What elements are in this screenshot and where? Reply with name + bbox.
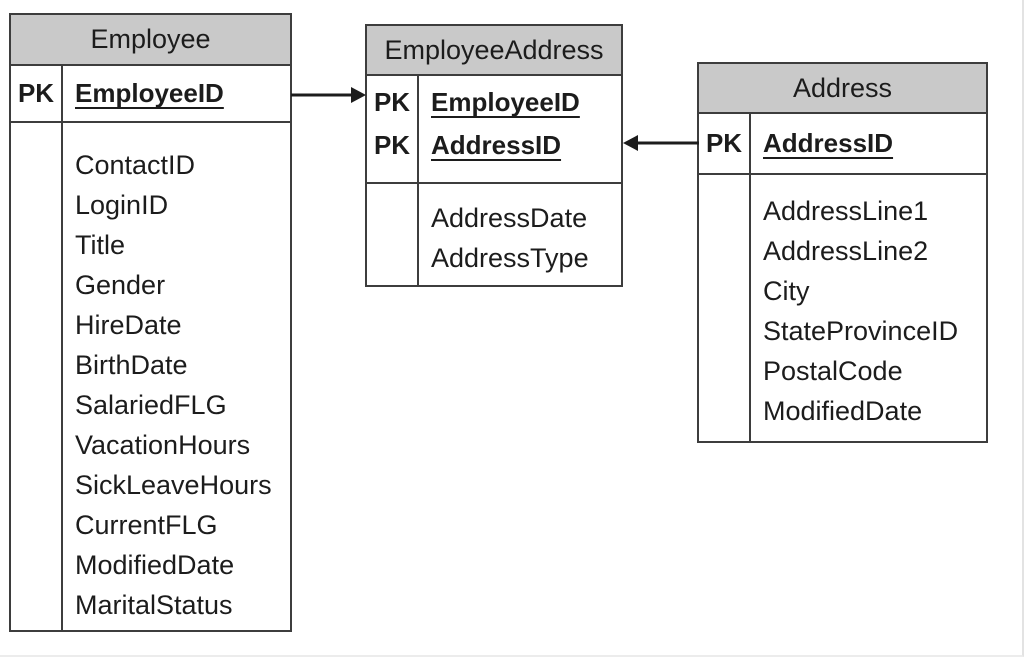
attribute-item: SalariedFLG bbox=[75, 390, 227, 420]
attribute-item: HireDate bbox=[75, 310, 182, 340]
entity-table-address: Address PK AddressID AddressLine1 Addres… bbox=[697, 62, 988, 443]
attribute-item: ModifiedDate bbox=[763, 396, 923, 426]
attribute-item: SickLeaveHours bbox=[75, 470, 272, 500]
table-title: Employee bbox=[11, 15, 290, 66]
attribute-item: BirthDate bbox=[75, 350, 188, 380]
attribute-item: VacationHours bbox=[75, 430, 251, 460]
entity-table-employeeaddress: EmployeeAddress PK PK EmployeeID Address… bbox=[365, 24, 623, 287]
relationship-arrow-employee-to-employeeaddress bbox=[291, 87, 366, 103]
attribute-item: AddressType bbox=[431, 243, 589, 273]
table-title: EmployeeAddress bbox=[367, 26, 621, 76]
pk-field: AddressID bbox=[763, 128, 894, 158]
entity-table-employee: Employee PK EmployeeID ContactID LoginID… bbox=[9, 13, 292, 632]
attributes-section: AddressLine1 AddressLine2 City StateProv… bbox=[699, 175, 986, 441]
table-title: Address bbox=[699, 64, 986, 114]
attribute-item: AddressLine1 bbox=[763, 196, 929, 226]
pk-badge: PK bbox=[17, 78, 55, 108]
pk-field: EmployeeID bbox=[431, 87, 580, 117]
attribute-item: CurrentFLG bbox=[75, 510, 218, 540]
attribute-item: AddressDate bbox=[431, 203, 588, 233]
attributes-section: ContactID LoginID Title Gender HireDate … bbox=[11, 123, 290, 630]
pk-section: PK PK EmployeeID AddressID bbox=[367, 76, 621, 184]
pk-badge: PK bbox=[373, 87, 411, 117]
attribute-item: PostalCode bbox=[763, 356, 903, 386]
attribute-item: ModifiedDate bbox=[75, 550, 235, 580]
pk-badge: PK bbox=[705, 128, 743, 158]
attribute-item: Gender bbox=[75, 270, 166, 300]
pk-field: AddressID bbox=[431, 130, 562, 160]
attribute-item: Title bbox=[75, 230, 126, 260]
pk-badge: PK bbox=[373, 130, 411, 160]
attributes-section: AddressDate AddressType bbox=[367, 184, 621, 285]
relationship-arrow-address-to-employeeaddress bbox=[623, 135, 699, 151]
attribute-item: AddressLine2 bbox=[763, 236, 929, 266]
pk-section: PK AddressID bbox=[699, 114, 986, 175]
attribute-item: LoginID bbox=[75, 190, 169, 220]
attribute-item: City bbox=[763, 276, 810, 306]
attribute-item: MaritalStatus bbox=[75, 590, 233, 620]
pk-field: EmployeeID bbox=[75, 78, 224, 108]
attribute-item: ContactID bbox=[75, 150, 196, 180]
pk-section: PK EmployeeID bbox=[11, 66, 290, 123]
attribute-item: StateProvinceID bbox=[763, 316, 959, 346]
